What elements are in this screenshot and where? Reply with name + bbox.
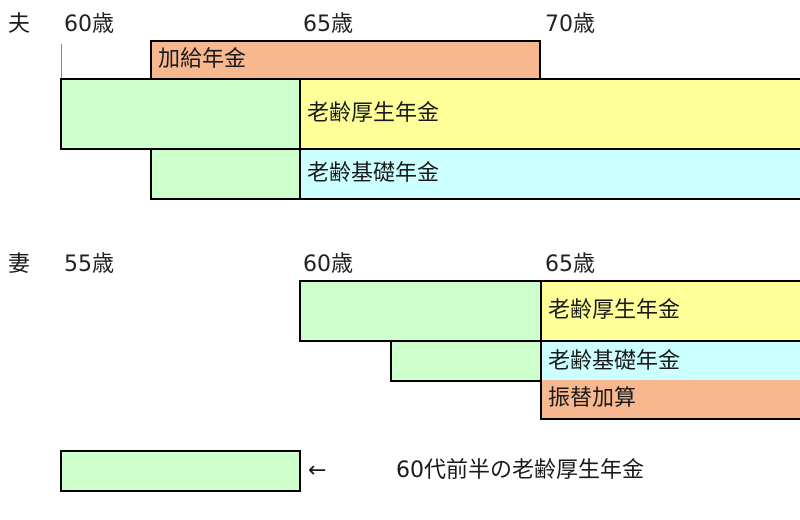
husband-early-kosei-bar [60,78,301,150]
wife-age-60: 60歳 [303,252,353,277]
legend-arrow: ← [308,458,327,483]
wife-furikae-label: 振替加算 [548,386,637,411]
husband-early-kiso-bar [150,148,301,200]
legend-swatch [60,450,301,492]
wife-age-55: 55歳 [64,252,114,277]
husband-kakyu-bar: 加給年金 [150,40,541,80]
husband-age-60: 60歳 [64,12,114,37]
husband-kiso-label: 老齢基礎年金 [307,161,440,186]
husband-age-70: 70歳 [545,12,595,37]
wife-kiso-bar: 老齢基礎年金 [540,340,800,382]
legend-text: 60代前半の老齢厚生年金 [396,458,644,483]
wife-early-kiso-bar [390,340,542,382]
wife-furikae-bar: 振替加算 [540,380,800,420]
wife-label: 妻 [8,252,31,277]
wife-kosei-label: 老齢厚生年金 [548,298,681,323]
husband-60-tick [61,44,62,80]
wife-kosei-bar: 老齢厚生年金 [540,280,800,342]
husband-label: 夫 [8,12,31,37]
husband-kosei-label: 老齢厚生年金 [307,101,440,126]
wife-early-kosei-bar [299,280,542,342]
husband-age-65: 65歳 [303,12,353,37]
wife-age-65: 65歳 [545,252,595,277]
husband-kakyu-label: 加給年金 [158,47,247,72]
wife-kiso-label: 老齢基礎年金 [548,349,681,374]
husband-kosei-bar: 老齢厚生年金 [299,78,800,150]
husband-kiso-bar: 老齢基礎年金 [299,148,800,200]
